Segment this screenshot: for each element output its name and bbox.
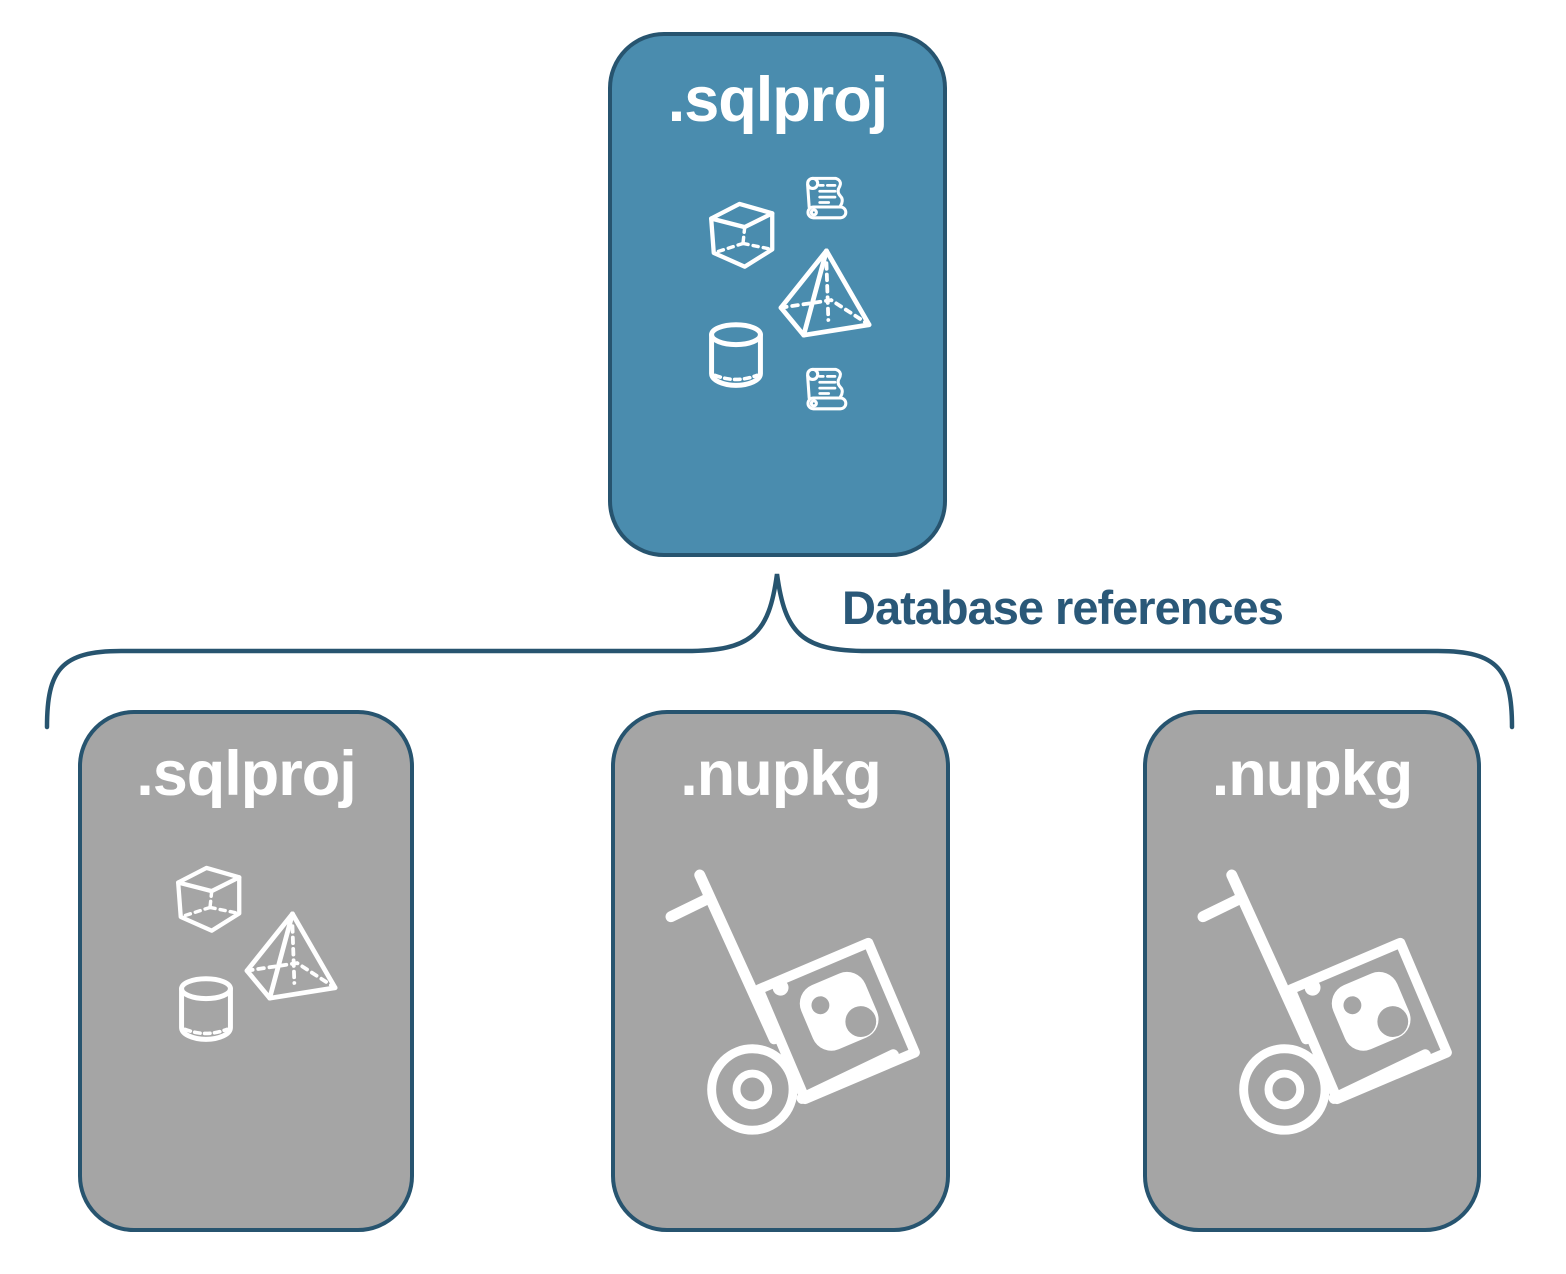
child-box-label: .nupkg <box>680 739 881 809</box>
pyramid-icon <box>778 248 873 338</box>
nuget-dolly-icon <box>1195 857 1483 1172</box>
child-box-nupkg: .nupkg <box>611 710 950 1232</box>
child-box-nupkg: .nupkg <box>1143 710 1481 1232</box>
nuget-dolly-icon <box>663 857 951 1172</box>
script-scroll-icon <box>799 170 853 226</box>
cube-icon <box>700 200 786 274</box>
child-box-sqlproj: .sqlproj <box>78 710 414 1232</box>
cylinder-icon <box>704 322 768 398</box>
child-box-label: .sqlproj <box>136 739 357 809</box>
root-box-label: .sqlproj <box>667 65 889 135</box>
root-box-sqlproj: .sqlproj <box>608 32 947 557</box>
cube-icon <box>167 864 253 938</box>
cylinder-icon <box>174 976 238 1052</box>
child-box-label: .nupkg <box>1211 739 1413 809</box>
pyramid-icon <box>244 911 339 1001</box>
script-scroll-icon <box>799 361 853 417</box>
connector-label: Database references <box>842 581 1284 634</box>
